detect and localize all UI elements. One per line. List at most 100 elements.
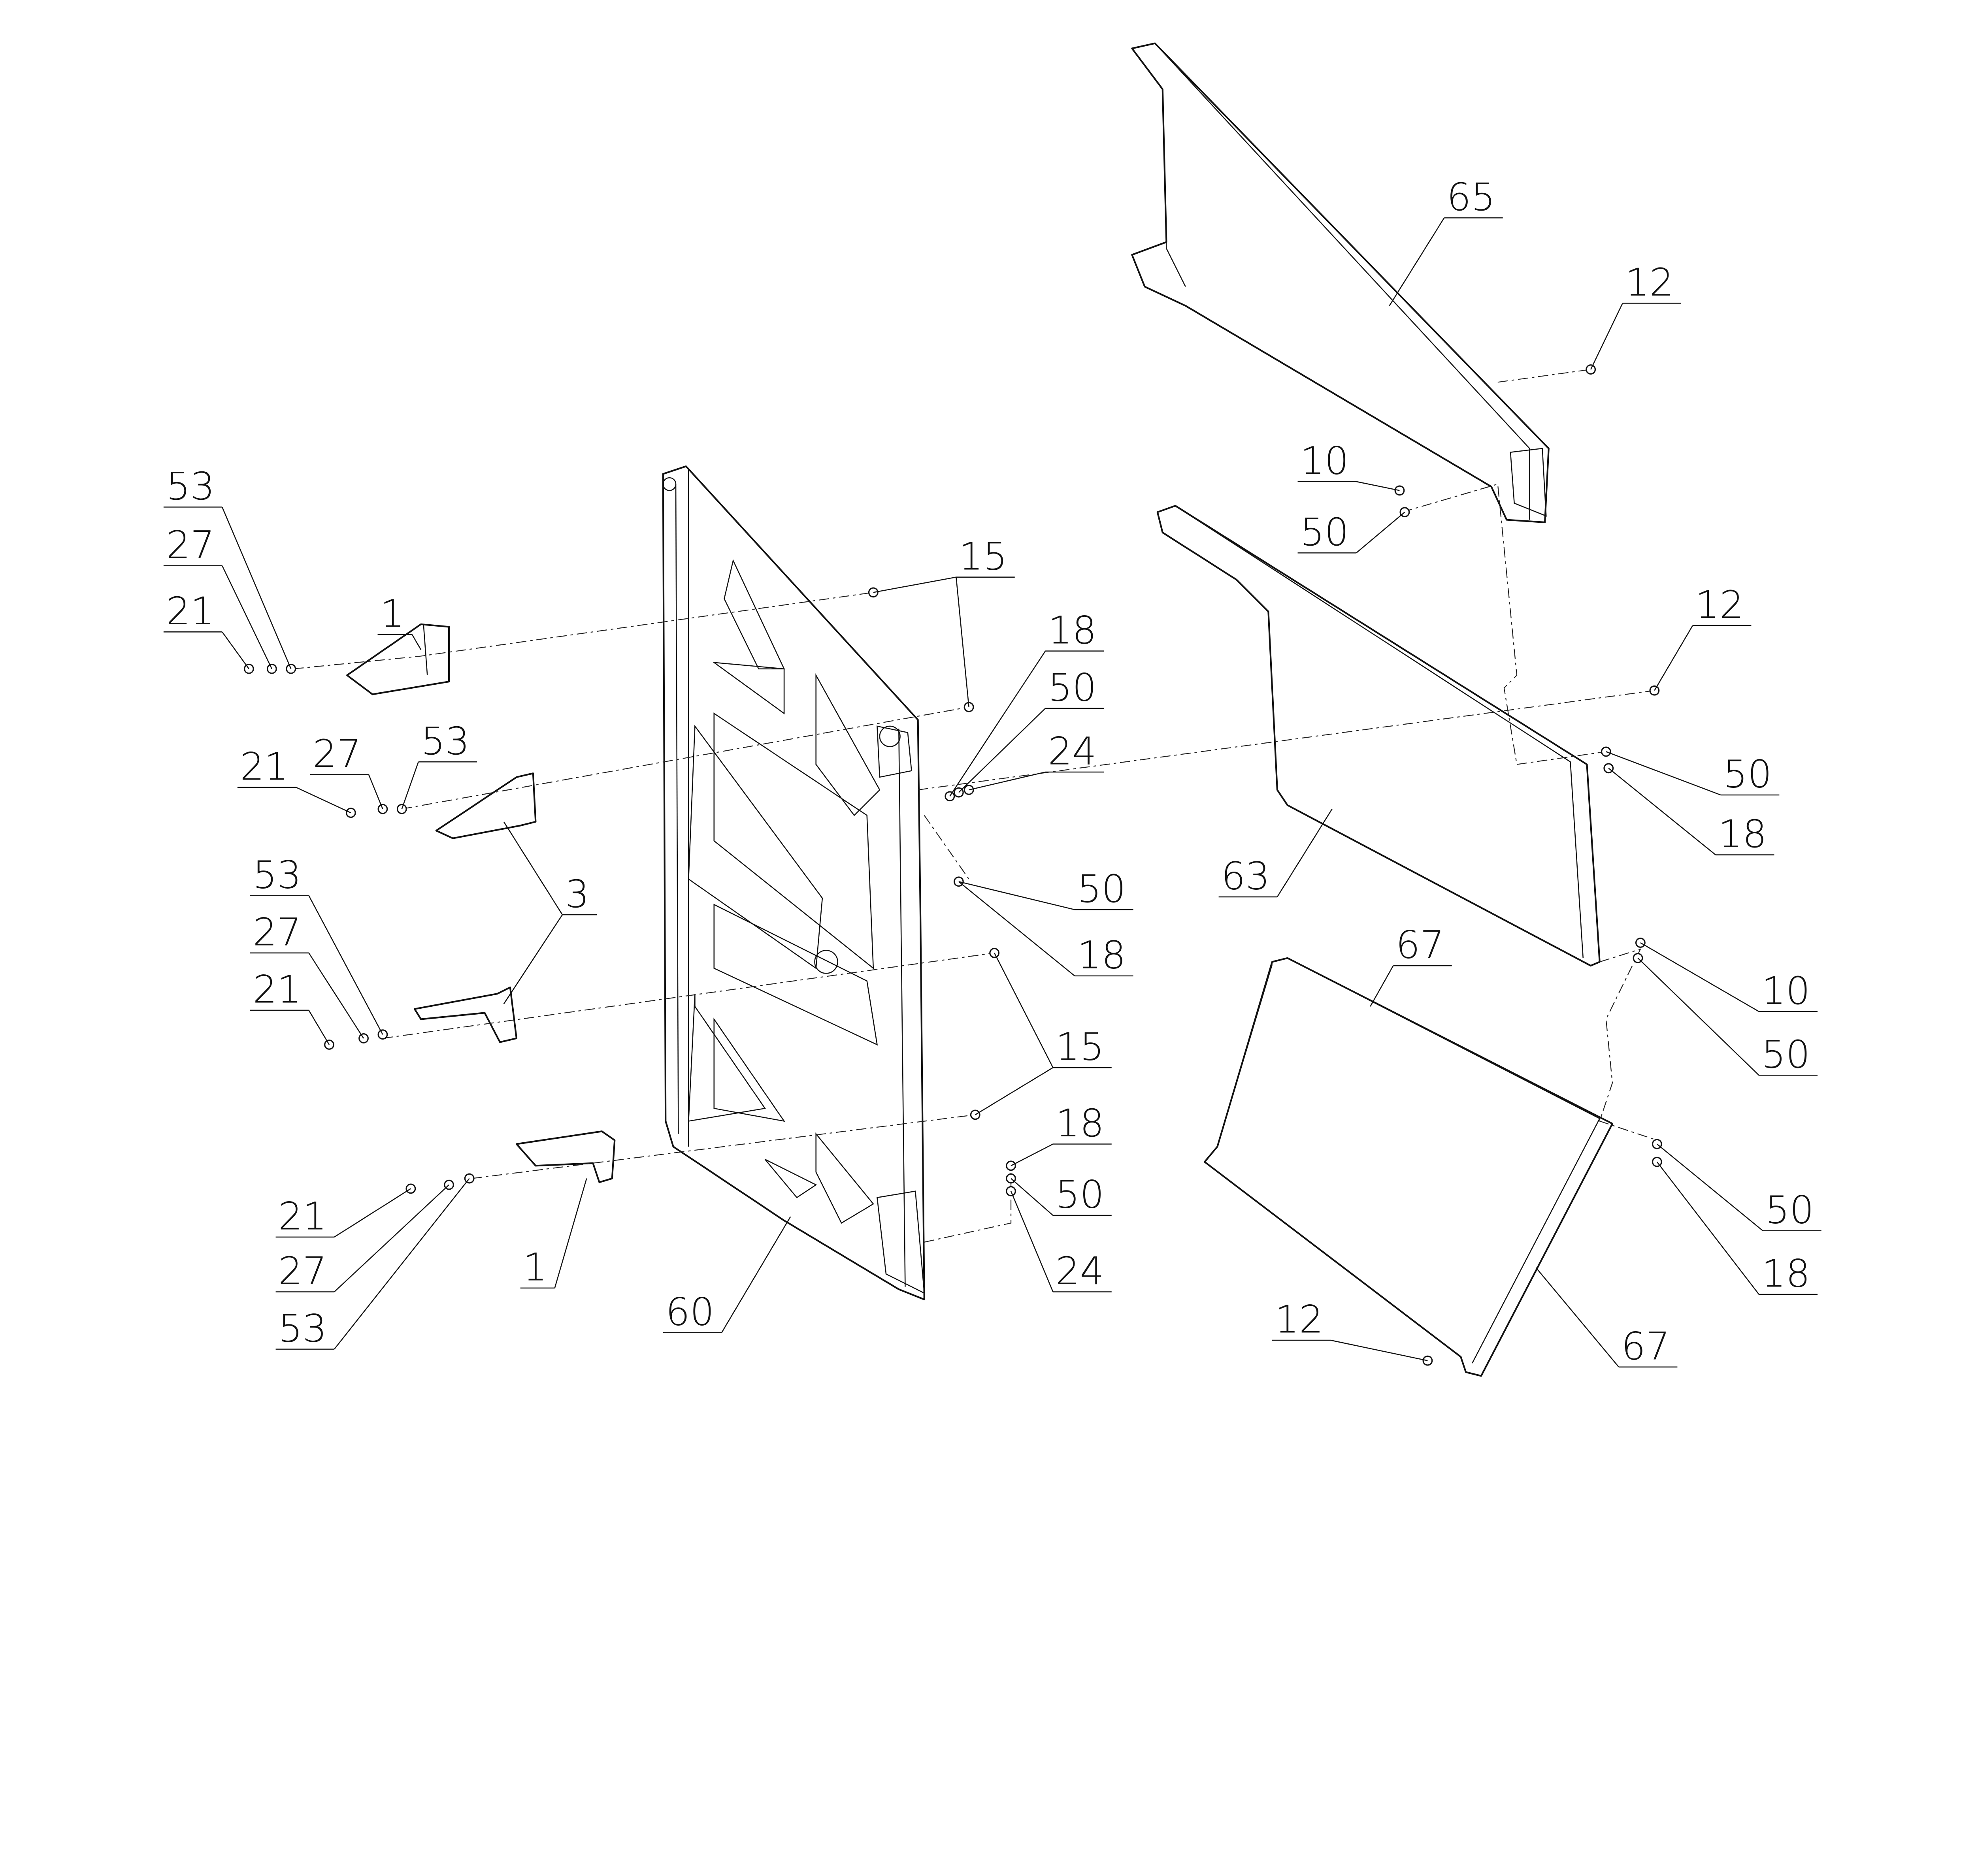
leader-line: [368, 774, 383, 809]
callout-number: 1: [523, 1245, 547, 1290]
leader-line: [503, 914, 563, 1004]
leader-line: [956, 577, 969, 707]
callout-number: 10: [1761, 968, 1810, 1013]
callout-15: 15: [873, 534, 1015, 707]
leader-line: [221, 565, 273, 669]
callout-63: 63: [1218, 808, 1333, 898]
callout-15: 15: [975, 953, 1112, 1115]
callout-number: 50: [1048, 665, 1097, 710]
callout-number: 21: [253, 967, 302, 1012]
callout-number: 18: [1077, 933, 1126, 978]
callout-21: 21: [275, 1188, 411, 1239]
fastener-icon: [377, 1029, 388, 1040]
panel-part-65: [1131, 42, 1550, 524]
bracket-part-3-upper: [435, 772, 537, 839]
callout-number: 63: [1221, 854, 1270, 898]
leader-line: [221, 507, 292, 669]
callout-number: 53: [421, 719, 469, 763]
callout-50: 50: [1637, 957, 1818, 1077]
leader-line: [1606, 751, 1721, 796]
leader-line: [1656, 1161, 1759, 1295]
callout-number: 10: [1300, 438, 1349, 483]
callout-number: 65: [1447, 175, 1495, 219]
callout-number: 27: [166, 522, 215, 567]
callout-number: 18: [1718, 812, 1767, 856]
callout-60: 60: [663, 1216, 791, 1334]
leader-line: [401, 761, 419, 809]
callout-number: 50: [1765, 1187, 1814, 1232]
callout-number: 15: [959, 534, 1007, 578]
callout-10: 10: [1640, 942, 1818, 1013]
callout-27: 27: [310, 731, 383, 809]
leader-line: [721, 1216, 791, 1333]
callout-number: 27: [253, 910, 302, 954]
callout-50: 50: [1606, 751, 1780, 797]
leader-line: [1370, 965, 1394, 1007]
bracket-part-1-upper: [346, 623, 450, 695]
callout-12: 12: [1272, 1297, 1428, 1361]
leader-line: [1640, 942, 1759, 1012]
callout-27: 27: [250, 910, 364, 1039]
bracket-part-1-lower: [515, 1130, 616, 1183]
callout-27: 27: [275, 1184, 449, 1293]
panel-part-67: [1204, 957, 1614, 1377]
callout-1: 1: [377, 591, 422, 650]
fastener-icon: [970, 1109, 980, 1120]
leader-line: [958, 708, 1046, 793]
leader-line: [308, 895, 383, 1035]
callout-1: 1: [520, 1178, 587, 1290]
leader-line: [222, 631, 249, 669]
callout-12: 12: [1590, 260, 1682, 370]
leader-line: [1356, 481, 1400, 491]
leader-line: [411, 634, 422, 650]
leader-line: [334, 1184, 449, 1292]
callout-number: 21: [278, 1194, 327, 1239]
frame-part-60: [662, 465, 925, 1300]
callout-27: 27: [163, 522, 273, 669]
leader-line: [1637, 957, 1759, 1076]
callout-50: 50: [1297, 510, 1405, 554]
leader-line: [873, 576, 956, 593]
callout-21: 21: [237, 744, 351, 814]
leader-line: [1276, 808, 1333, 897]
callout-18: 18: [1656, 1161, 1818, 1296]
callout-number: 50: [1723, 752, 1772, 797]
callout-21: 21: [250, 967, 330, 1045]
callout-65: 65: [1389, 175, 1503, 306]
callout-50: 50: [1656, 1143, 1821, 1232]
fastener-icon: [1586, 364, 1596, 375]
callout-12: 12: [1654, 582, 1752, 691]
callout-number: 27: [278, 1249, 327, 1293]
callout-number: 3: [565, 872, 590, 916]
callout-50: 50: [958, 665, 1104, 793]
leader-line: [334, 1178, 470, 1350]
bracket-part-3-lower: [413, 986, 518, 1043]
callout-number: 53: [253, 852, 302, 897]
leader-line: [958, 881, 1075, 910]
callout-21: 21: [163, 589, 249, 669]
callout-number: 18: [1761, 1251, 1810, 1296]
leader-line: [1331, 1339, 1428, 1361]
leader-line: [1011, 1178, 1054, 1216]
callout-18: 18: [958, 881, 1133, 978]
leader-line: [1010, 1191, 1054, 1292]
leader-line: [308, 1010, 330, 1045]
callout-53: 53: [401, 719, 477, 809]
leader-line: [1654, 625, 1693, 691]
leader-line: [969, 771, 1046, 791]
leader-line: [958, 881, 1075, 976]
callout-18: 18: [1011, 1101, 1112, 1166]
callout-18: 18: [949, 608, 1104, 797]
fastener-icon: [1649, 685, 1660, 696]
leader-line: [1389, 217, 1445, 306]
panel-part-63: [1156, 505, 1601, 967]
callout-number: 12: [1275, 1297, 1323, 1342]
callout-10: 10: [1297, 438, 1400, 491]
leader-line: [1590, 303, 1623, 370]
callout-number: 27: [313, 731, 361, 776]
callout-50: 50: [1011, 1172, 1112, 1217]
leader-line: [1608, 768, 1716, 855]
callout-53: 53: [275, 1178, 470, 1350]
